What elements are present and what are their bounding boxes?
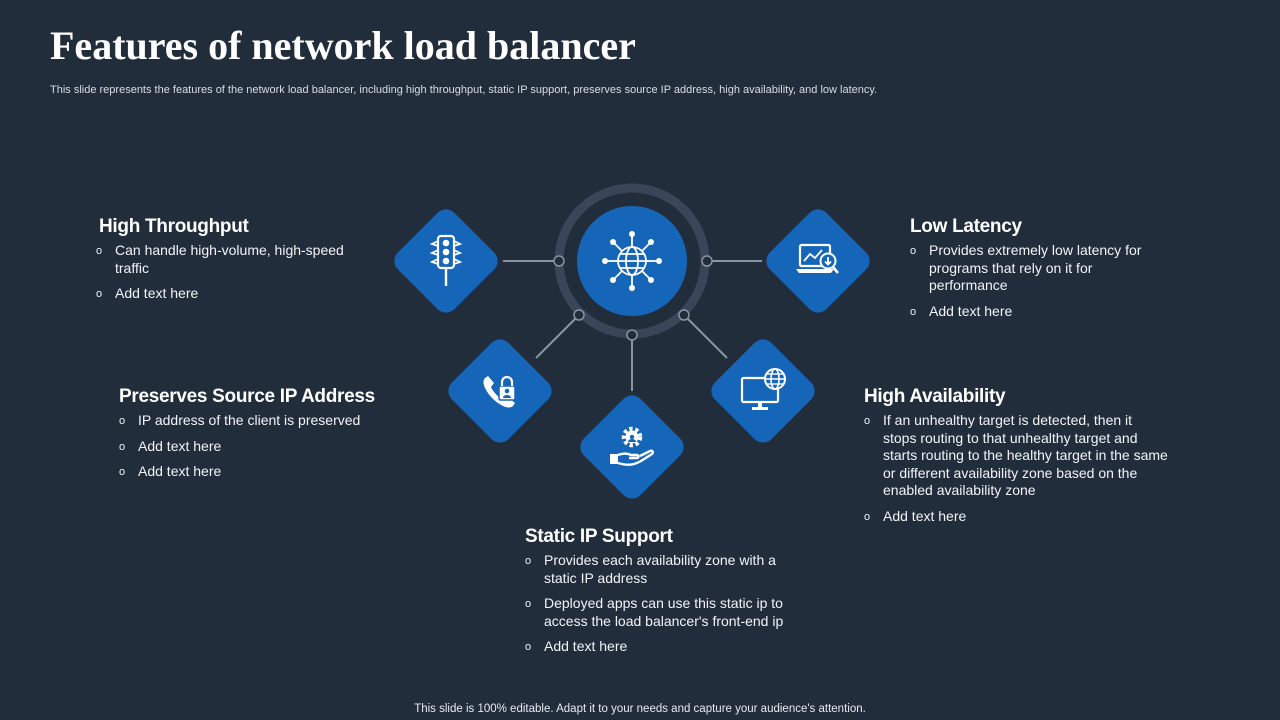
connector-preserves-ip xyxy=(535,314,580,359)
node-dot xyxy=(678,309,690,321)
feature-bullet: Add text here xyxy=(119,438,409,456)
feature-title: Static IP Support xyxy=(525,526,673,547)
connector-high-availability xyxy=(683,314,728,359)
feature-bullet: If an unhealthy target is detected, then… xyxy=(864,412,1169,500)
feature-title: High Throughput xyxy=(99,216,249,237)
feature-bullet: Add text here xyxy=(96,285,386,303)
node-dot xyxy=(573,309,585,321)
feature-high-availability: High Availability If an unhealthy target… xyxy=(864,386,1179,533)
network-node-dots xyxy=(602,231,662,291)
node-dot xyxy=(701,255,713,267)
feature-bullet: Deployed apps can use this static ip to … xyxy=(525,595,805,630)
feature-low-latency: Low Latency Provides extremely low laten… xyxy=(910,216,1170,328)
node-dot xyxy=(626,329,638,341)
feature-bullet: Provides each availability zone with a s… xyxy=(525,552,795,587)
feature-bullet: IP address of the client is preserved xyxy=(119,412,409,430)
slide-footer: This slide is 100% editable. Adapt it to… xyxy=(414,703,866,715)
laptop-download-icon xyxy=(788,231,848,291)
feature-title: Low Latency xyxy=(910,216,1022,237)
feature-bullet: Add text here xyxy=(525,638,815,656)
feature-title: High Availability xyxy=(864,386,1006,407)
feature-static-ip: Static IP Support Provides each availabi… xyxy=(525,526,815,664)
feature-bullet: Add text here xyxy=(910,303,1170,321)
feature-high-throughput: High Throughput Can handle high-volume, … xyxy=(96,216,386,311)
slide-subtitle: This slide represents the features of th… xyxy=(50,84,878,96)
network-globe-icon xyxy=(607,236,657,286)
traffic-light-icon xyxy=(416,231,476,291)
feature-bullet: Can handle high-volume, high-speed traff… xyxy=(96,242,371,277)
feature-bullet: Add text here xyxy=(119,463,409,481)
feature-title: Preserves Source IP Address xyxy=(119,386,375,407)
hand-gear-icon xyxy=(602,417,662,477)
monitor-globe-icon xyxy=(733,361,793,421)
feature-bullet: Add text here xyxy=(864,508,1179,526)
slide-title: Features of network load balancer xyxy=(50,23,636,68)
phone-lock-icon xyxy=(470,361,530,421)
feature-bullet: Provides extremely low latency for progr… xyxy=(910,242,1160,295)
feature-preserves-source-ip: Preserves Source IP Address IP address o… xyxy=(119,386,409,489)
node-dot xyxy=(553,255,565,267)
